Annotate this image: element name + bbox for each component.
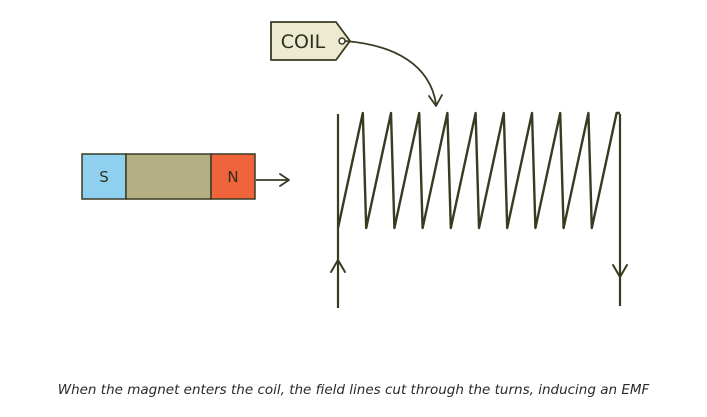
coil-tag-hole xyxy=(338,37,346,45)
magnet-body xyxy=(125,153,212,200)
magnet-north-label: N xyxy=(227,168,238,186)
coil-pointer-arrow xyxy=(344,40,443,107)
coil-right-lead xyxy=(612,114,628,306)
diagram-caption: When the magnet enters the coil, the fie… xyxy=(57,382,650,398)
magnet-motion-arrow xyxy=(256,173,290,187)
coil-tag-shape xyxy=(270,21,351,61)
bar-magnet: S N xyxy=(81,153,256,200)
coil-left-lead xyxy=(330,114,346,308)
coil-tag: COIL xyxy=(270,21,351,61)
magnet-north-pole xyxy=(210,153,256,200)
coil-tag-label: COIL xyxy=(281,31,326,53)
magnet-south-label: S xyxy=(99,168,109,186)
coil-turns xyxy=(336,111,620,230)
